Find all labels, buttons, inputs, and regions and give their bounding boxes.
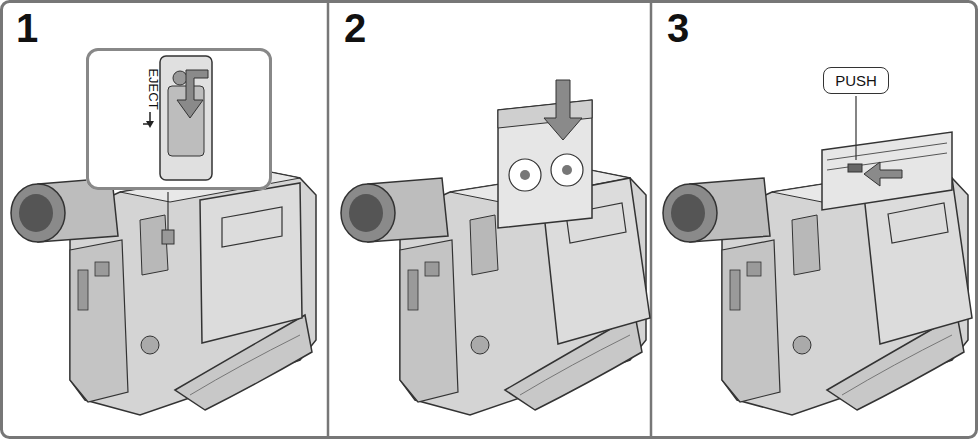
step-panel: 3PUSH xyxy=(651,0,978,439)
step-panel: 2 xyxy=(328,0,651,439)
step-panel: 1EJECT xyxy=(0,0,328,439)
switch-label: EJECT xyxy=(146,68,160,109)
zoom-inset: EJECT xyxy=(86,48,272,190)
button-label: PUSH xyxy=(835,72,877,89)
button-label-box: PUSH xyxy=(823,67,889,94)
step-number: 1 xyxy=(16,6,38,50)
step-number: 2 xyxy=(344,6,366,50)
step-number: 3 xyxy=(667,6,689,50)
